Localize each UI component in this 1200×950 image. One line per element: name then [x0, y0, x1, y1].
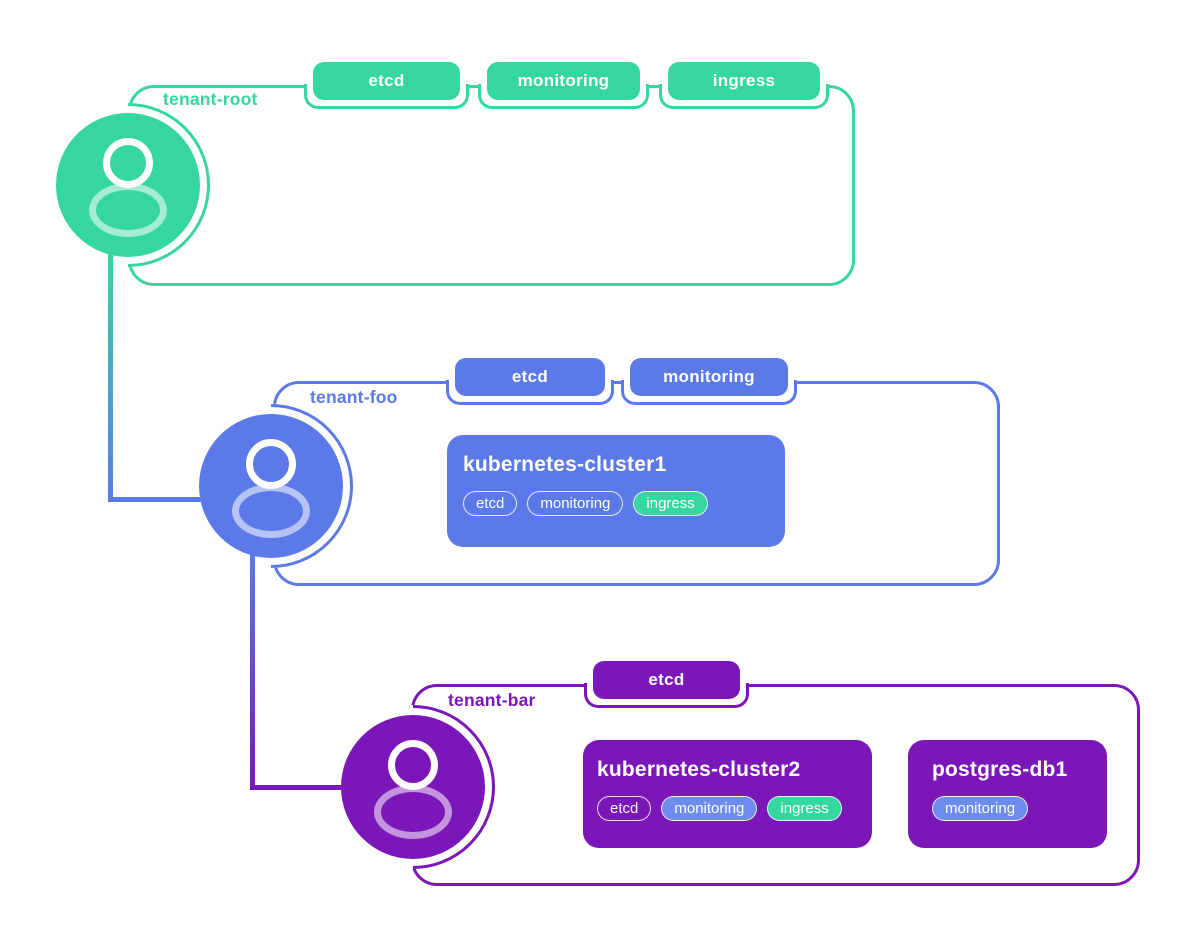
- resource-title: kubernetes-cluster2: [597, 758, 801, 781]
- tenant-root-box: [128, 85, 855, 286]
- resource-title: postgres-db1: [932, 758, 1068, 781]
- connector-foo-bar-vertical: [250, 552, 255, 790]
- resource-tags: etcd monitoring ingress: [597, 796, 858, 821]
- tenant-foo-user-icon: [199, 414, 343, 558]
- resource-tag-ingress: ingress: [767, 796, 842, 821]
- namespace-tag-etcd: etcd: [313, 62, 460, 100]
- user-body-icon: [232, 484, 310, 538]
- namespace-tag-ingress: ingress: [668, 62, 820, 100]
- tenant-root-label: tenant-root: [163, 89, 258, 109]
- user-body-icon: [374, 785, 452, 839]
- tenant-bar-user-icon: [341, 715, 485, 859]
- resource-tags: etcd monitoring ingress: [463, 491, 769, 516]
- connector-root-foo-horizontal: [108, 497, 205, 502]
- tenant-bar-label: tenant-bar: [448, 690, 536, 710]
- connector-root-foo-vertical: [108, 252, 113, 502]
- user-body-icon: [89, 183, 167, 237]
- resource-card-kubernetes-cluster2: kubernetes-cluster2 etcd monitoring ingr…: [583, 740, 872, 848]
- namespace-tag-monitoring: monitoring: [487, 62, 640, 100]
- resource-tag-monitoring: monitoring: [527, 491, 624, 516]
- resource-tags: monitoring: [932, 796, 1083, 821]
- resource-tag-monitoring: monitoring: [661, 796, 758, 821]
- resource-card-kubernetes-cluster1: kubernetes-cluster1 etcd monitoring ingr…: [447, 435, 785, 547]
- resource-tag-ingress: ingress: [633, 491, 708, 516]
- resource-tag-etcd: etcd: [463, 491, 518, 516]
- resource-tag-monitoring: monitoring: [932, 796, 1029, 821]
- resource-tag-etcd: etcd: [597, 796, 652, 821]
- tenant-root-user-icon: [56, 113, 200, 257]
- resource-title: kubernetes-cluster1: [463, 453, 667, 476]
- namespace-tag-etcd: etcd: [455, 358, 605, 396]
- namespace-tag-etcd: etcd: [593, 661, 740, 699]
- user-head-icon: [388, 740, 438, 790]
- namespace-tag-monitoring: monitoring: [630, 358, 788, 396]
- user-head-icon: [103, 138, 153, 188]
- resource-card-postgres-db1: postgres-db1 monitoring: [908, 740, 1107, 848]
- connector-foo-bar-horizontal: [250, 785, 346, 790]
- user-head-icon: [246, 439, 296, 489]
- tenant-foo-label: tenant-foo: [310, 387, 398, 407]
